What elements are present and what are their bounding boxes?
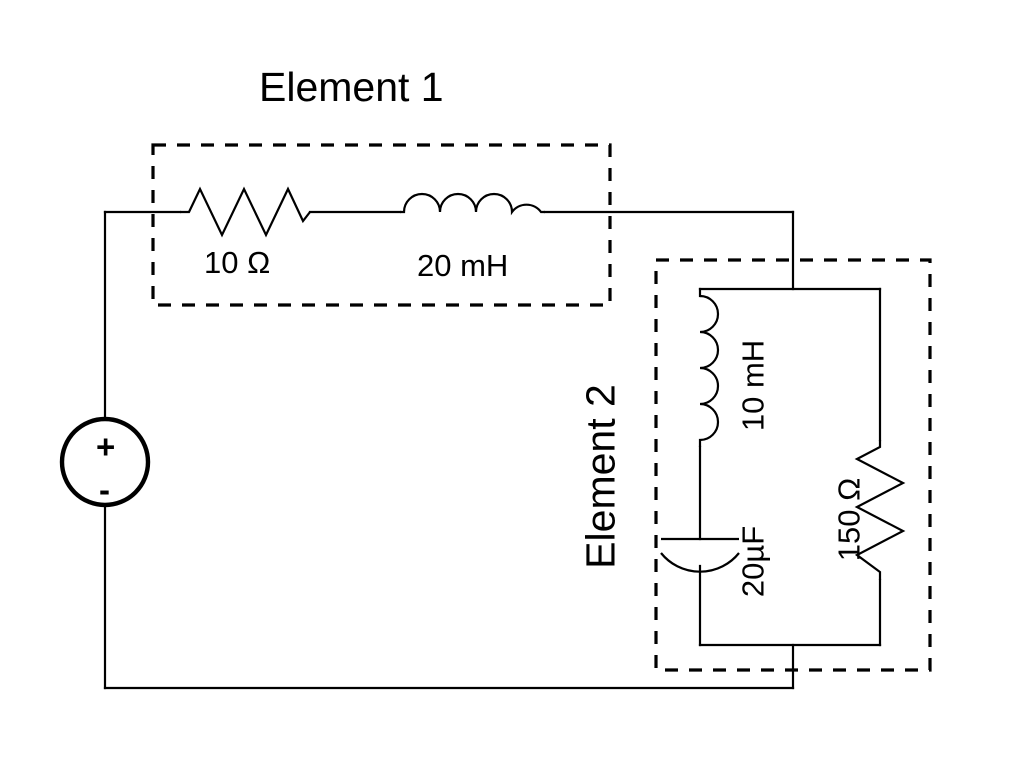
voltage-source-minus-label: - (99, 471, 110, 508)
capacitor-20uf-label: 20µF (735, 525, 771, 598)
element-1-title: Element 1 (259, 64, 444, 110)
inductor-20-mh-label: 20 mH (417, 248, 509, 283)
inductor-10-mh-label: 10 mH (735, 339, 771, 432)
resistor-10-ohm-label: 10 Ω (204, 245, 271, 280)
inductor-20-mh-symbol (400, 192, 545, 216)
voltage-source-symbol (59, 416, 151, 508)
resistor-150-ohm-symbol (854, 440, 906, 580)
element-1-dashed-box (151, 143, 612, 307)
inductor-10-mh-symbol (698, 294, 720, 447)
element-2-title: Element 2 (577, 384, 624, 569)
voltage-source-plus-label: + (96, 428, 116, 465)
resistor-150-ohm-label: 150 Ω (831, 477, 867, 562)
element-2-dashed-box (654, 258, 932, 672)
resistor-10-ohm-symbol (180, 186, 311, 238)
